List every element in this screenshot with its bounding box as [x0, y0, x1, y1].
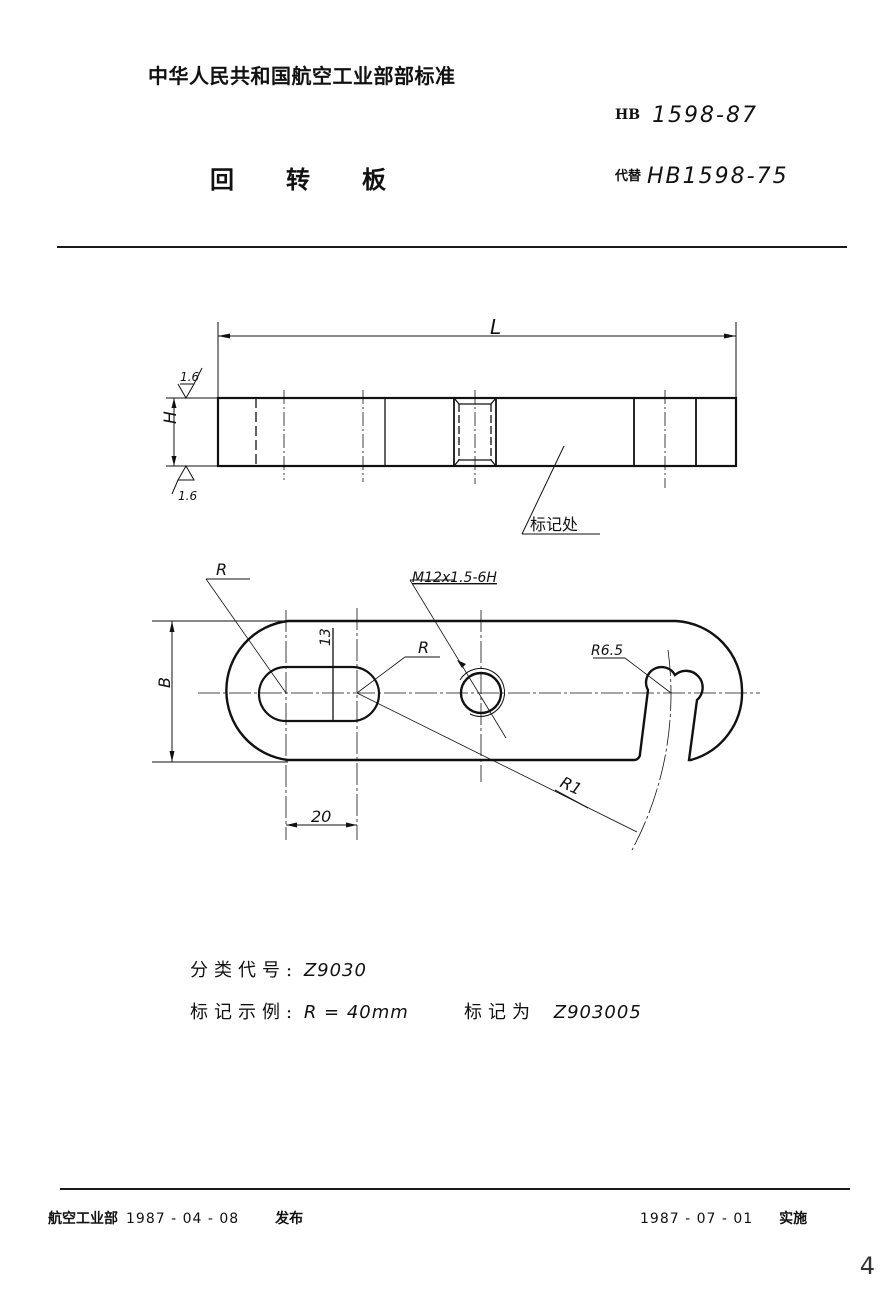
header-divider	[57, 246, 847, 248]
marking-example-value: R = 40mm	[303, 1002, 409, 1023]
replace-number: HB1598-75	[647, 164, 789, 189]
footer-divider	[60, 1188, 850, 1190]
marking-example-label: 标记示例:	[190, 1002, 299, 1023]
marking-example-note: 标记示例: R = 40mm	[190, 998, 409, 1024]
roughness-bottom-label: 1.6	[178, 489, 197, 503]
issue-info: 航空工业部 1987 - 04 - 08 发布	[48, 1208, 303, 1228]
effective-info: 1987 - 07 - 01 实施	[640, 1208, 807, 1228]
slot-length-label: 20	[311, 807, 331, 826]
roughness-top-label: 1.6	[180, 370, 199, 384]
length-label: L	[490, 315, 501, 339]
slot-width-label: 13	[318, 628, 334, 646]
classification-label: 分类代号:	[190, 960, 299, 981]
effective-label: 实施	[779, 1211, 808, 1227]
standard-title: 中华人民共和国航空工业部部标准	[148, 64, 456, 88]
marking-location-label: 标记处	[530, 515, 578, 534]
doc-title-char-3: 板	[362, 165, 386, 194]
marking-result-note: 标记为 Z903005	[464, 998, 642, 1024]
marking-label: 标记为	[464, 1002, 536, 1023]
hook-radius-label: R6.5	[591, 643, 623, 659]
effective-date: 1987 - 07 - 01	[640, 1211, 754, 1227]
width-label: B	[155, 677, 174, 688]
code-prefix: HB	[615, 107, 641, 123]
radius-label-left: R	[216, 560, 227, 579]
height-label: H	[161, 411, 181, 424]
marking-value: Z903005	[553, 1002, 642, 1023]
issue-label: 发布	[275, 1211, 304, 1227]
replace-prefix: 代替	[615, 169, 642, 184]
code-number: 1598-87	[652, 103, 758, 128]
issuer: 航空工业部	[48, 1211, 118, 1227]
replaces-code: 代替 HB1598-75	[615, 164, 789, 189]
standard-code: HB 1598-87	[615, 103, 758, 128]
technical-drawing: L H 1.6 1.6 标记处 R M12x1.5-6H R R6.5 R1 B…	[152, 315, 760, 851]
doc-title-char-2: 转	[286, 165, 310, 194]
issue-date: 1987 - 04 - 08	[126, 1211, 240, 1227]
classification-note: 分类代号: Z9030	[190, 956, 367, 982]
thread-label: M12x1.5-6H	[412, 570, 497, 586]
doc-title-char-1: 回	[210, 165, 234, 194]
classification-value: Z9030	[303, 960, 367, 981]
radius-label-slot: R	[418, 638, 429, 657]
page-number: 4	[859, 1252, 875, 1280]
